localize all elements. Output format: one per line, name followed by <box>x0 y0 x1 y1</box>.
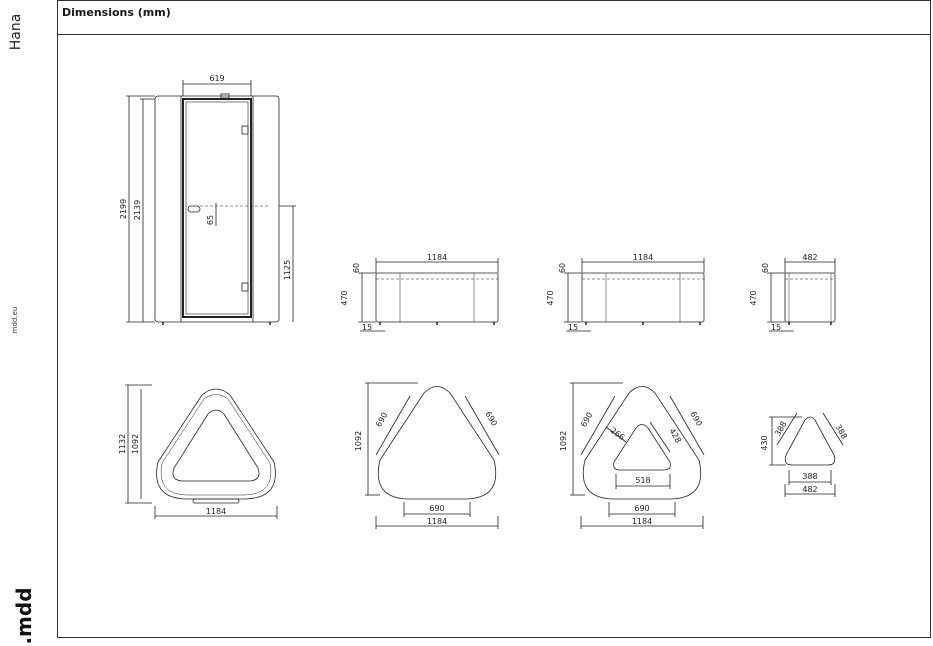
bench-elevation-2 <box>564 258 705 332</box>
door-hinge-top <box>241 125 249 135</box>
bench-body <box>375 272 499 323</box>
seat-plan-1 <box>365 382 500 529</box>
seat1-width-label: 1184 <box>427 517 447 526</box>
dim-line <box>605 426 627 443</box>
booth-top-vent <box>220 93 230 99</box>
dim-line <box>649 421 671 453</box>
bench1-length-label: 1184 <box>427 253 447 262</box>
dim-line <box>822 412 844 446</box>
dim-line <box>464 395 500 456</box>
bench2-leg-label: 15 <box>568 323 578 332</box>
drawing-frame: Dimensions (mm) <box>57 0 931 638</box>
stool-elevation <box>767 258 836 332</box>
booth-plan-door <box>192 498 240 504</box>
seat1-depth-label: 1092 <box>354 431 363 451</box>
booth-plan-outer <box>156 388 276 500</box>
booth-plan-depth-outer-label: 1132 <box>118 434 127 454</box>
booth-plan-width-label: 1184 <box>206 507 226 516</box>
booth-width-label: 619 <box>209 74 224 83</box>
stool-plan-outline <box>784 416 836 466</box>
seat2-hole-label: 518 <box>635 476 650 485</box>
stool-plan-width-label: 482 <box>802 485 817 494</box>
booth-plan-depth-inner-label: 1092 <box>131 434 140 454</box>
door-hinge-bottom <box>241 282 249 292</box>
stool-body <box>784 272 836 323</box>
booth-plan-outer-inner <box>160 394 272 496</box>
seat2-inner-right-label: 428 <box>667 427 682 445</box>
handle-height-label: 1125 <box>283 260 292 280</box>
seat2-side-right-label: 690 <box>688 410 703 428</box>
booth-outline <box>154 95 280 323</box>
stool-width-label: 482 <box>802 253 817 262</box>
booth-elevation <box>126 80 296 325</box>
seat1-side-left-label: 690 <box>374 411 389 429</box>
booth-plan <box>125 384 278 519</box>
door-handle <box>187 205 201 213</box>
header-bar: Dimensions (mm) <box>58 1 930 35</box>
seat2-inner-left-label: 266 <box>609 426 627 442</box>
stool-plan-side-left-label: 388 <box>773 420 788 438</box>
stool-leg-label: 15 <box>771 323 781 332</box>
bench2-length-label: 1184 <box>633 253 653 262</box>
seat2-side-left-label: 690 <box>579 411 594 429</box>
seat2-width-label: 1184 <box>632 517 652 526</box>
dim-line <box>375 395 411 456</box>
booth-plan-interior <box>172 409 260 482</box>
dim-line <box>580 395 616 456</box>
bench-body <box>581 272 705 323</box>
booth-door <box>182 98 252 318</box>
booth-height-outer-label: 2199 <box>119 199 128 219</box>
seat2-depth-label: 1092 <box>559 431 568 451</box>
bench-elevation-1 <box>358 258 499 332</box>
seat2-inner-label: 690 <box>634 504 649 513</box>
seat1-side-right-label: 690 <box>483 410 498 428</box>
stool-plan-side-right-label: 388 <box>833 423 848 441</box>
bench1-top-label: 60 <box>352 263 361 273</box>
stool-top-label: 60 <box>761 263 770 273</box>
booth-height-inner-label: 2139 <box>133 200 142 220</box>
bench2-top-label: 60 <box>558 263 567 273</box>
bench2-height-label: 470 <box>546 290 555 305</box>
seat-plan-outline <box>582 386 702 500</box>
seat1-inner-label: 690 <box>429 504 444 513</box>
booth-door-glass <box>185 101 249 315</box>
seat-plan-hole <box>613 424 671 471</box>
seat-plan-2 <box>570 382 705 529</box>
seat-plan-outline <box>377 386 497 500</box>
bench1-leg-label: 15 <box>362 323 372 332</box>
stool-height-label: 470 <box>749 290 758 305</box>
dim-line <box>669 395 705 456</box>
stool-plan-depth-label: 430 <box>760 435 769 450</box>
handle-size-label: 65 <box>206 215 215 225</box>
dim-line <box>776 412 798 446</box>
section-title: Dimensions (mm) <box>62 6 171 19</box>
bench1-height-label: 470 <box>340 290 349 305</box>
stool-plan-inner-label: 388 <box>802 472 817 481</box>
stool-plan <box>769 412 844 497</box>
